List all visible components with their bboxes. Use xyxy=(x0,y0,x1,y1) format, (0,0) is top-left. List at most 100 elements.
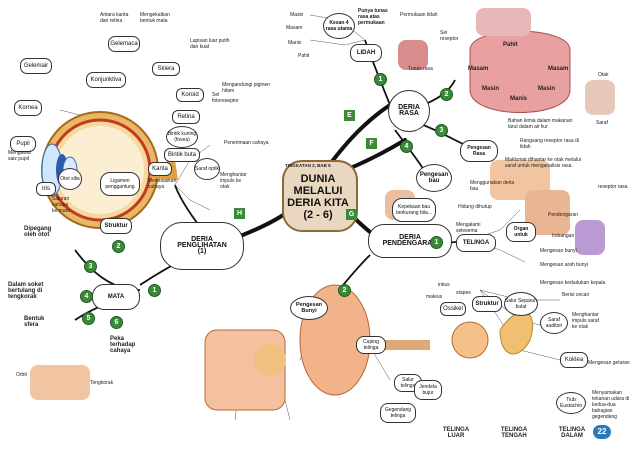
sel-label: Sel reseptor xyxy=(440,30,459,42)
rasa-num-2: 2 xyxy=(440,88,453,101)
ann9: Membiaskan cahaya xyxy=(148,178,177,190)
ps2: Mengesan kedudukan kepala xyxy=(540,280,606,286)
letter-h: H xyxy=(234,208,245,219)
penglihatan-title2: PENGLIHATAN xyxy=(177,242,227,249)
center-line4: (2 - 6) xyxy=(303,209,333,221)
gegendang-node: Gegendang telinga xyxy=(380,403,416,423)
pend-num-1: 1 xyxy=(430,236,443,249)
konjunktiva-node: Konjunktiva xyxy=(86,72,126,88)
orbit-photo xyxy=(30,365,90,400)
telinga-tengah: TELINGA TENGAH xyxy=(500,427,528,439)
center-line1: DUNIA xyxy=(300,173,336,185)
kornea-node: Kornea xyxy=(14,100,42,116)
telinga-node: TELINGA xyxy=(456,234,496,252)
koroid-node: Koroid xyxy=(176,88,204,102)
reseptor-rasa-label: reseptor rasa xyxy=(598,184,628,190)
sklera-node: Sklera xyxy=(152,62,180,76)
tengkorak-label: Tengkorak xyxy=(90,380,114,386)
pend-num-2: 2 xyxy=(338,284,351,297)
map-masin-l: Masin xyxy=(482,86,500,92)
ossikel-node: Ossikel xyxy=(440,302,466,316)
letter-e: E xyxy=(344,110,355,121)
telinga-dalam: TELINGA DALAM xyxy=(558,427,586,439)
map-manis: Manis xyxy=(510,96,528,102)
letter-f: F xyxy=(366,138,377,149)
pahit1: Pahit xyxy=(298,53,310,59)
ann7: Saluran cahaya ke mata xyxy=(52,196,70,214)
ann3: Sel fotoreseptor xyxy=(212,92,239,104)
rasa-b2: Rangsang reseptor rasa di lidah xyxy=(520,138,579,150)
struktur-ear-node: Struktur xyxy=(472,296,502,312)
dipegang: Dipegang oleh otot xyxy=(24,226,52,238)
ann10: Menghantar impuls ke otak xyxy=(220,172,247,190)
eye-num-4: 4 xyxy=(80,290,93,303)
pengesan-bau-node: Pengesan bau xyxy=(416,164,452,192)
saraf-auditori-node: Saraf auditori xyxy=(540,312,568,334)
brain-photo xyxy=(585,80,615,115)
organ-node: Organ untuk xyxy=(506,222,536,242)
bintik-kuning-node: Bintik kuning (fovea) xyxy=(166,126,198,148)
pendengaran-label: Pendengaran xyxy=(548,212,579,218)
peka: Peka terhadap cahaya xyxy=(110,336,136,354)
manis1: Manis xyxy=(288,40,302,46)
ann8: Mengawal saiz pupil xyxy=(8,150,31,162)
rasa-b3: Maklumat dihantar ke otak melalui saraf … xyxy=(505,157,581,169)
ann6: Lapisan luar putih dan kuat xyxy=(190,38,230,50)
eye-num-5: 5 xyxy=(82,312,95,325)
rasa-num-1: 1 xyxy=(374,73,387,86)
letter-g: G xyxy=(346,209,357,220)
rasa-num-4: 4 xyxy=(400,140,413,153)
saraf-label: Saraf xyxy=(596,120,608,126)
punya-label: Punya tunas rasa atas permukaan xyxy=(358,8,388,26)
tunas-label: Tunas rasa xyxy=(408,66,433,72)
soket: Dalam soket bertulang di tengkorak xyxy=(8,282,44,300)
bau-mengalami: Mengalami selesema xyxy=(456,222,481,234)
ear-cross-section xyxy=(204,329,286,411)
ann4: Penerimaan cahaya xyxy=(224,140,269,146)
map-pahit: Pahit xyxy=(503,42,518,48)
balance-photo xyxy=(575,220,605,255)
ligamen-node: Ligamen penggantung xyxy=(100,172,140,196)
center-line2: MELALUI xyxy=(293,185,343,197)
taste-photo xyxy=(398,40,428,70)
eye-num-3: 3 xyxy=(84,260,97,273)
masam1: Masam xyxy=(286,25,303,31)
eye-num-2: 2 xyxy=(112,240,125,253)
rasa-title1: DERIA xyxy=(398,104,420,111)
gelemaca-node: Gelemaca xyxy=(108,36,140,52)
pk2: Menghantar impuls saraf ke otak xyxy=(572,312,599,330)
pendengaran-title2: PENDENGARAN xyxy=(382,240,438,247)
saraf-optik-node: Saraf optik xyxy=(194,158,220,180)
retina-node: Retina xyxy=(172,110,200,124)
rasa-num-3: 3 xyxy=(435,124,448,137)
pupil-node: Pupil xyxy=(10,136,36,152)
rasa-title2: RASA xyxy=(399,110,419,117)
koklea-node: Koklea xyxy=(560,352,588,368)
struktur-eye-node: Struktur xyxy=(100,218,132,234)
pendengaran-title1: DERIA xyxy=(399,234,421,241)
pengesan-bunyi-node: Pengesan Bunyi xyxy=(290,296,328,320)
stapes-label: stapes xyxy=(456,290,471,296)
eye-num-1: 1 xyxy=(148,284,161,297)
jendela-node: Jendela bujur xyxy=(414,380,442,400)
masin1: Masin xyxy=(290,12,304,18)
ann1: Antara kanta dan retina xyxy=(100,12,129,24)
inkus-label: inkus xyxy=(438,282,450,288)
chapter-badge: TINGKATAN 2, BAB 5 xyxy=(285,163,331,168)
telinga-luar: TELINGA LUAR xyxy=(442,427,470,439)
rasa-b1: Bahan kimia dalam makanan larut dalam ai… xyxy=(508,118,573,130)
pt1: Menyamakan tekanan udara di kedua-dua ba… xyxy=(592,390,630,420)
cuping-node: Cuping telinga xyxy=(356,336,386,354)
eye-num-6: 6 xyxy=(110,316,123,329)
kesan-node: Kesan 4 rasa utama xyxy=(323,13,355,39)
bau-hidung: Hidung dihutup xyxy=(458,204,492,210)
maleus-label: maleus xyxy=(426,294,443,300)
ann2: Mengekalkan bentuk mata xyxy=(140,12,170,24)
penglihatan-title3: (1) xyxy=(197,248,207,255)
pn1: Mengesan bunyi xyxy=(540,248,577,254)
ann5: Mengandungi pigmen hitam xyxy=(222,82,271,94)
otot-silia-node: Otot silia xyxy=(58,168,82,190)
